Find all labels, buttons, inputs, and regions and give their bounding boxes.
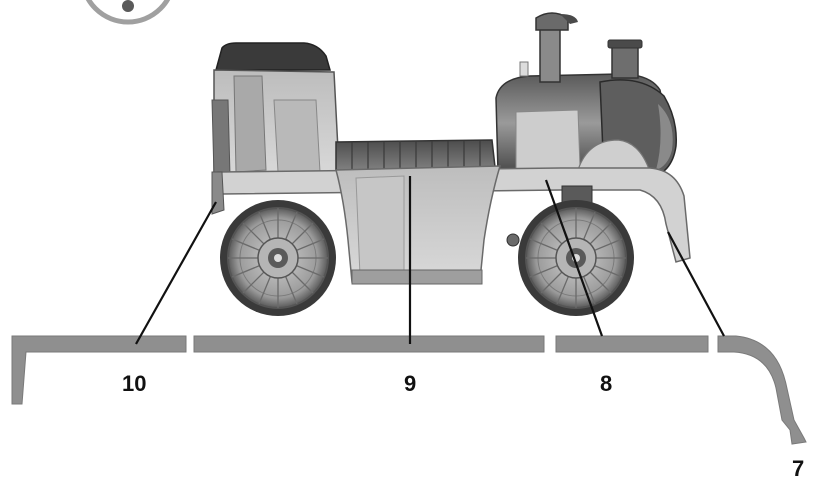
callout-label-8: 8 bbox=[600, 371, 612, 396]
part-7-strip bbox=[717, 335, 807, 445]
separated-parts bbox=[11, 335, 807, 445]
callout-label-9: 9 bbox=[404, 371, 416, 396]
running-board bbox=[217, 167, 691, 263]
front-wheel bbox=[518, 200, 634, 316]
ride-on-train bbox=[211, 12, 691, 316]
cab-roof bbox=[215, 42, 331, 71]
callout-label-7: 7 bbox=[792, 456, 804, 481]
step-indicator-circle bbox=[85, 0, 171, 25]
rear-wheel bbox=[220, 200, 336, 316]
part-9-strip bbox=[193, 335, 545, 353]
leader-lines bbox=[135, 176, 725, 345]
steam-dome bbox=[607, 39, 643, 79]
callout-label-10: 10 bbox=[122, 371, 146, 396]
part-8-strip bbox=[555, 335, 709, 353]
part-10-strip bbox=[11, 335, 187, 405]
smokestack bbox=[535, 12, 578, 83]
